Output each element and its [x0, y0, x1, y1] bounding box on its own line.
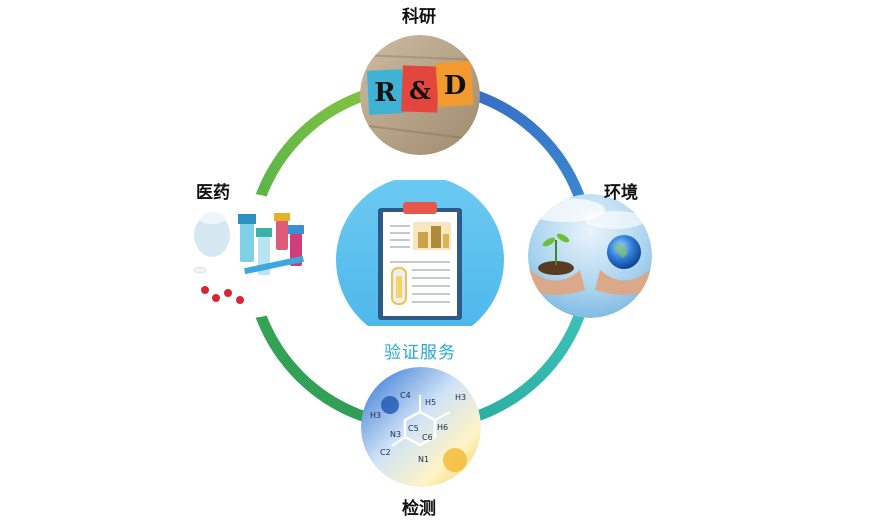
atom-label-c6: C6 [422, 433, 433, 442]
node-label-rd: 科研 [402, 7, 436, 27]
atom-label-h5: H5 [425, 398, 436, 407]
atom-label-c4: C4 [400, 391, 411, 400]
atom-label-c5: C5 [408, 424, 419, 433]
rd-letter-d: D [444, 71, 467, 101]
atom-label-n1: N1 [418, 455, 429, 464]
atom-label-h3: H3 [370, 411, 381, 420]
node-label-environment: 环境 [604, 183, 638, 203]
atom-label-h6: H6 [437, 423, 448, 432]
atom-label-n3: N3 [390, 430, 401, 439]
environment-image [528, 194, 652, 318]
center-label: 验证服务 [384, 343, 456, 363]
rd-letter-r: R [374, 78, 396, 108]
testing-image: C4 H5 C5 N3 C6 H6 C2 N1 H3 H3 [361, 367, 481, 487]
node-label-testing: 检测 [402, 499, 436, 519]
rd-image: R & D [360, 35, 480, 155]
medicine-image [188, 194, 312, 318]
atom-label-c2: C2 [380, 448, 391, 457]
atom-label-h3-right: H3 [455, 393, 466, 402]
center-illustration [336, 180, 504, 326]
rd-letter-amp: & [409, 76, 431, 105]
node-label-medicine: 医药 [196, 183, 230, 203]
